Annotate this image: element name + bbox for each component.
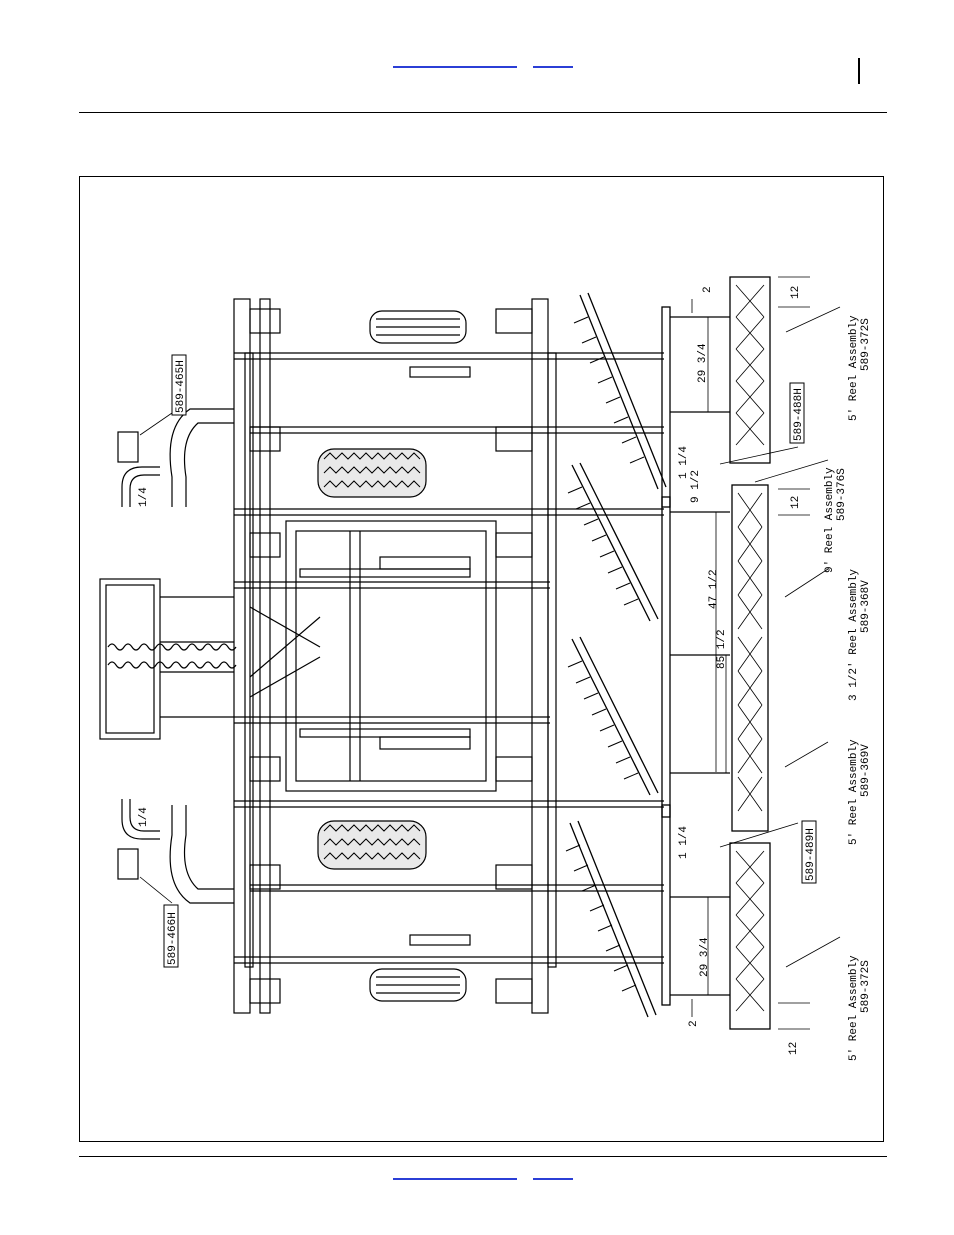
reel-callout-5-part: 589-372S (860, 960, 872, 1013)
reel-callout-1-title: 5' Reel Assembly (848, 315, 860, 421)
dimension-1-1-4-a: 1 1/4 (678, 446, 690, 479)
dimension-12-a: 12 (790, 286, 802, 299)
reel-callout-1-part: 589-372S (860, 318, 872, 371)
part-label-589-488H: 589-488H (793, 388, 805, 441)
dimension-29-3-4-bottom: 29 3/4 (699, 937, 711, 977)
part-label-589-465H: 589-465H (175, 360, 187, 413)
reel-callout-5-title: 5' Reel Assembly (848, 955, 860, 1061)
dimension-2-bottom: 2 (688, 1020, 700, 1027)
dimension-1-4-top-left: 1/4 (138, 487, 150, 507)
dimension-12-b: 12 (790, 496, 802, 509)
reel-callout-4-title: 5' Reel Assembly (848, 739, 860, 845)
dimension-1-4-bottom-left: 1/4 (138, 807, 150, 827)
implement-plan-view-drawing: 589-465H 589-466H 589-488H 589-489H 1/4 … (80, 177, 885, 1143)
part-label-589-466H: 589-466H (167, 912, 179, 965)
dimension-29-3-4-top: 29 3/4 (697, 343, 709, 383)
footer-link-2[interactable] (533, 1178, 573, 1180)
reel-callout-4-part: 589-369V (860, 744, 872, 797)
dimension-2-top: 2 (702, 286, 714, 293)
reel-callout-2-title: 9' Reel Assembly (824, 467, 836, 573)
footer-rule (79, 1156, 887, 1157)
dimension-9-1-2: 9 1/2 (690, 470, 702, 503)
header-link-1[interactable] (393, 66, 517, 68)
reel-callout-2-part: 589-376S (836, 468, 848, 521)
footer-link-1[interactable] (393, 1178, 517, 1180)
reel-callout-3-title: 3 1/2' Reel Assembly (848, 569, 860, 701)
reel-callout-3-part: 589-368V (860, 580, 872, 633)
figure-frame: 589-465H 589-466H 589-488H 589-489H 1/4 … (79, 176, 884, 1142)
dimension-85-1-2: 85 1/2 (716, 629, 728, 669)
dimension-47-1-2: 47 1/2 (708, 569, 720, 609)
header-rule (79, 112, 887, 113)
dimension-1-1-4-b: 1 1/4 (678, 826, 690, 859)
dimension-12-c: 12 (788, 1042, 800, 1055)
header-tab-marker (858, 58, 860, 84)
part-label-589-489H: 589-489H (805, 828, 817, 881)
header-link-2[interactable] (533, 66, 573, 68)
